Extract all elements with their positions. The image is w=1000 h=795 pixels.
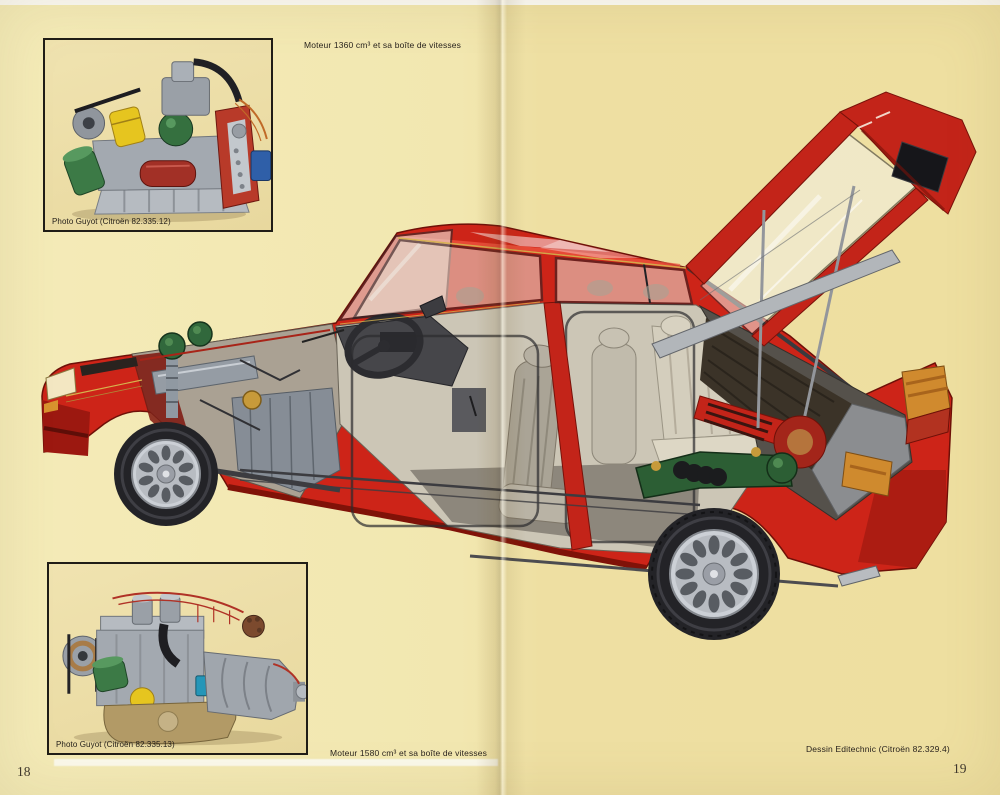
engine-photo-1580: Photo Guyot (Citroën 82.335.13) [47, 562, 308, 755]
front-indicator [44, 400, 58, 413]
hatch-strut [796, 185, 856, 449]
blue-module [250, 150, 271, 182]
engine-1360-image [62, 58, 271, 223]
front-door-aperture [350, 334, 540, 528]
hatch-strut [756, 209, 766, 429]
photo-credit-1580: Photo Guyot (Citroën 82.335.13) [56, 740, 175, 749]
caption-engine-1360: Moteur 1360 cm³ et sa boîte de vitesses [304, 40, 462, 50]
b-pillar [543, 301, 593, 551]
parcel-shelf [651, 249, 901, 359]
passenger-seat [591, 327, 637, 465]
engine-1580-image [62, 591, 306, 746]
rear-wheel [648, 508, 780, 640]
oil-filter [109, 106, 146, 148]
green-cylinder [62, 146, 105, 196]
caption-illustration-credit: Dessin Editechnic (Citroën 82.329.4) [806, 744, 950, 754]
rear-suspension [635, 415, 827, 499]
photo-credit-1360: Photo Guyot (Citroën 82.335.12) [52, 217, 171, 226]
starter-motor [139, 160, 197, 187]
distributor [241, 614, 265, 638]
gearbox [203, 651, 300, 721]
caption-engine-1580: Moteur 1580 cm³ et sa boîte de vitesses [330, 748, 488, 758]
page-number-right: 19 [953, 761, 967, 776]
green-sphere [158, 111, 194, 147]
grille [80, 357, 138, 376]
tail-lights [841, 365, 951, 497]
steering-wheel [344, 313, 424, 379]
front-end [43, 357, 143, 438]
side-mirror [419, 295, 447, 319]
open-tailgate [651, 91, 977, 449]
engine-photo-1360: Photo Guyot (Citroën 82.335.12) [43, 38, 273, 232]
front-wheel [114, 422, 218, 526]
scan-edge-bottom-left [54, 759, 498, 766]
page-number-left: 18 [17, 764, 31, 779]
hydraulic-lines [239, 468, 701, 516]
center-console [452, 388, 486, 432]
scan-edge-top [0, 0, 1000, 5]
green-cylinder [92, 656, 129, 693]
hydropneumatic-sphere [766, 452, 798, 484]
wiper [301, 329, 345, 343]
headlight [45, 367, 77, 401]
